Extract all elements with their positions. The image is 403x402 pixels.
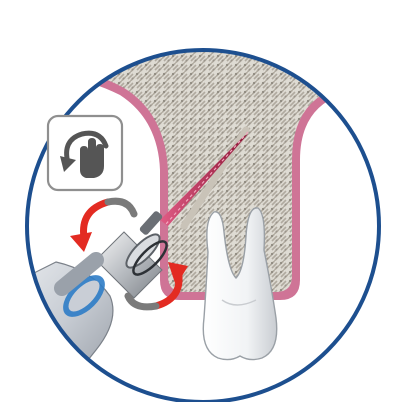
manual-rotation-hand-icon <box>48 116 122 190</box>
